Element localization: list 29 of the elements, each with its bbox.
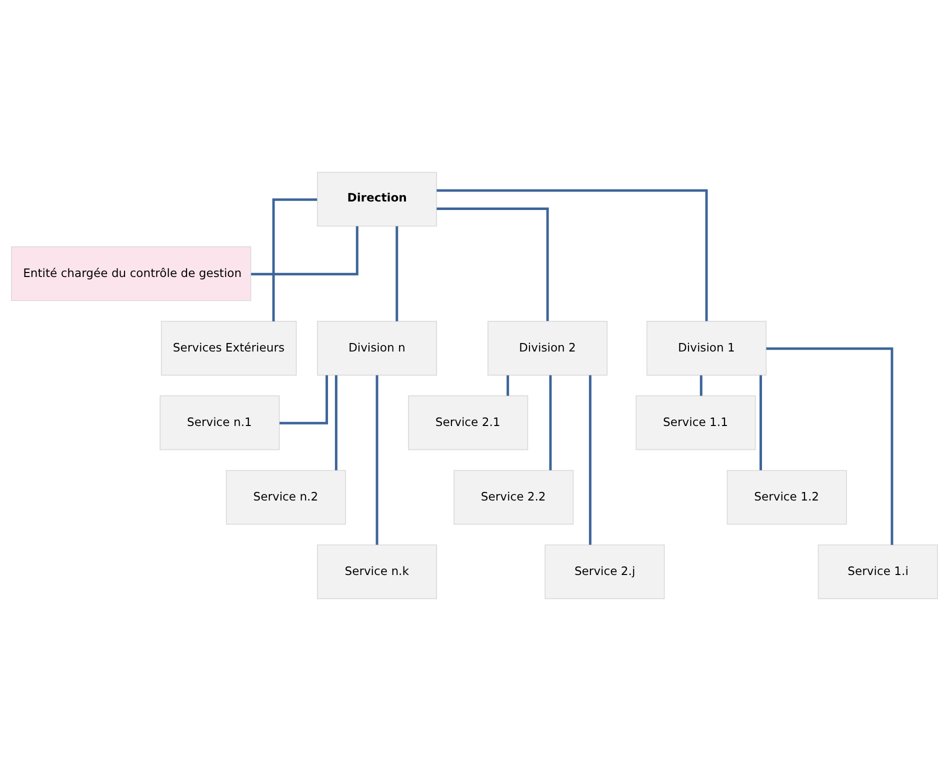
connector	[506, 375, 510, 396]
connector	[334, 375, 338, 470]
connector	[280, 375, 328, 424]
node-box: Service 2.1	[408, 395, 528, 450]
node-box: Service n.1	[160, 395, 280, 450]
node-box: Service 2.j	[544, 544, 665, 600]
node-box: Service 1.1	[636, 395, 756, 450]
node-box: Division n	[316, 320, 438, 376]
connector	[272, 198, 318, 322]
node-box: Service n.2	[226, 470, 346, 525]
node-box: Direction	[316, 172, 438, 227]
connector	[436, 208, 549, 322]
node-box: Entité chargée du contrôle de gestion	[11, 246, 252, 302]
connector	[436, 189, 708, 322]
node-box: Service n.k	[316, 544, 438, 600]
node-box: Division 1	[646, 320, 767, 376]
node-box: Service 1.2	[726, 470, 847, 525]
node-box: Service 1.i	[818, 544, 938, 600]
node-box: Service 2.2	[454, 470, 574, 525]
connector	[588, 375, 592, 545]
connector	[760, 375, 762, 470]
connector	[251, 226, 358, 276]
connector	[396, 226, 398, 322]
node-box: Services Extérieurs	[160, 320, 297, 376]
connector	[549, 375, 552, 470]
node-box: Division 2	[488, 320, 608, 376]
connector	[376, 375, 378, 545]
connector	[700, 375, 702, 396]
connector	[766, 347, 894, 545]
